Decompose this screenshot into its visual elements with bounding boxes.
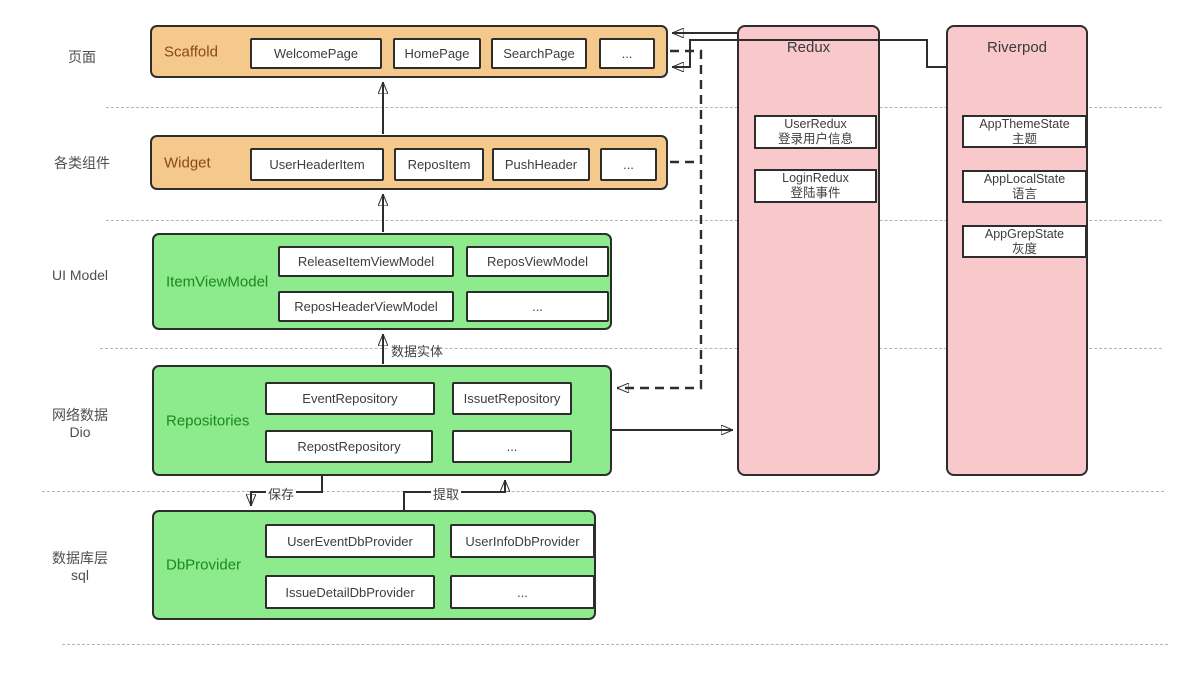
redux-item-loginredux: LoginRedux 登陆事件	[754, 169, 877, 203]
repositories-item-more: ...	[452, 430, 572, 463]
widget-layer: Widget UserHeaderItem ReposItem PushHead…	[150, 135, 668, 190]
side-label-widgets-text: 各类组件	[54, 155, 110, 171]
itemviewmodel-layer: ItemViewModel ReleaseItemViewModel Repos…	[152, 233, 612, 330]
widget-item-reposlitem: ReposItem	[394, 148, 484, 181]
widget-item-userheaderitem: UserHeaderItem	[250, 148, 384, 181]
dbprovider-item-more: ...	[450, 575, 595, 609]
side-label-database-line2: sql	[71, 567, 89, 583]
side-label-network: 网络数据 Dio	[38, 407, 122, 441]
side-label-network-line2: Dio	[69, 424, 91, 440]
side-label-database-line1: 数据库层	[52, 550, 108, 566]
scaffold-item-homepage: HomePage	[393, 38, 481, 69]
side-label-ui-model-text: UI Model	[51, 267, 109, 283]
dbprovider-item-userinfodbprovider: UserInfoDbProvider	[450, 524, 595, 558]
scaffold-item-searchpage: SearchPage	[491, 38, 587, 69]
dbprovider-layer-title: DbProvider	[166, 556, 242, 574]
side-label-pages-text: 页面	[68, 49, 96, 65]
scaffold-layer: Scaffold WelcomePage HomePage SearchPage…	[150, 25, 668, 78]
itemviewmodel-layer-title: ItemViewModel	[166, 273, 269, 290]
repositories-item-issuetrepository: IssuetRepository	[452, 382, 572, 415]
side-label-network-line1: 网络数据	[52, 407, 108, 423]
scaffold-item-welcomepage: WelcomePage	[250, 38, 382, 69]
riverpod-item-appgrepstate: AppGrepState 灰度	[962, 225, 1087, 258]
side-label-pages: 页面	[40, 49, 124, 66]
riverpod-item-applocalstate-name: AppLocalState	[983, 171, 1066, 186]
itemviewmodel-item-reposheaderviewmodel: ReposHeaderViewModel	[278, 291, 454, 322]
separator-bottom	[62, 644, 1168, 645]
riverpod-item-appthemestate-name: AppThemeState	[979, 116, 1070, 131]
dbprovider-item-usereventdbprovider: UserEventDbProvider	[265, 524, 435, 558]
repositories-layer-title: Repositories	[166, 412, 250, 429]
riverpod-item-applocalstate: AppLocalState 语言	[962, 170, 1087, 203]
separator-network-db	[42, 491, 1164, 492]
scaffold-item-more: ...	[599, 38, 655, 69]
dbprovider-layer: DbProvider UserEventDbProvider UserInfoD…	[152, 510, 596, 620]
redux-item-loginredux-desc: 登陆事件	[790, 186, 841, 200]
riverpod-item-appthemestate-desc: 主题	[1011, 131, 1037, 146]
riverpod-item-appthemestate: AppThemeState 主题	[962, 115, 1087, 148]
side-label-ui-model: UI Model	[38, 267, 122, 284]
edge-label-fetch: 提取	[431, 484, 462, 503]
riverpod-column: Riverpod AppThemeState 主题 AppLocalState …	[946, 25, 1088, 476]
redux-item-userredux-desc: 登录用户信息	[777, 132, 853, 146]
itemviewmodel-item-releaseitemviewmodel: ReleaseItemViewModel	[278, 246, 454, 277]
scaffold-layer-title: Scaffold	[164, 43, 218, 60]
edge-label-save: 保存	[266, 484, 297, 503]
riverpod-item-appgrepstate-name: AppGrepState	[984, 226, 1065, 241]
redux-item-userredux: UserRedux 登录用户信息	[754, 115, 877, 149]
redux-item-userredux-name: UserRedux	[784, 117, 847, 131]
dbprovider-item-issuedetaildbprovider: IssueDetailDbProvider	[265, 575, 435, 609]
widget-item-more: ...	[600, 148, 657, 181]
widget-layer-title: Widget	[164, 154, 211, 171]
widget-item-pushheader: PushHeader	[492, 148, 590, 181]
repositories-layer: Repositories EventRepository IssuetRepos…	[152, 365, 612, 476]
edge-label-data-entity: 数据实体	[389, 341, 446, 360]
itemviewmodel-item-reposviewmodel: ReposViewModel	[466, 246, 609, 277]
redux-item-loginredux-name: LoginRedux	[782, 171, 849, 185]
side-label-widgets: 各类组件	[40, 155, 124, 172]
itemviewmodel-item-more: ...	[466, 291, 609, 322]
redux-column-title: Redux	[786, 39, 831, 56]
riverpod-item-applocalstate-desc: 语言	[1011, 186, 1037, 201]
repositories-item-repostrepository: RepostRepository	[265, 430, 433, 463]
side-label-database: 数据库层 sql	[38, 550, 122, 584]
riverpod-column-title: Riverpod	[986, 39, 1048, 56]
riverpod-item-appgrepstate-desc: 灰度	[1011, 241, 1037, 256]
redux-column: Redux UserRedux 登录用户信息 LoginRedux 登陆事件	[737, 25, 880, 476]
repositories-item-eventrepository: EventRepository	[265, 382, 435, 415]
